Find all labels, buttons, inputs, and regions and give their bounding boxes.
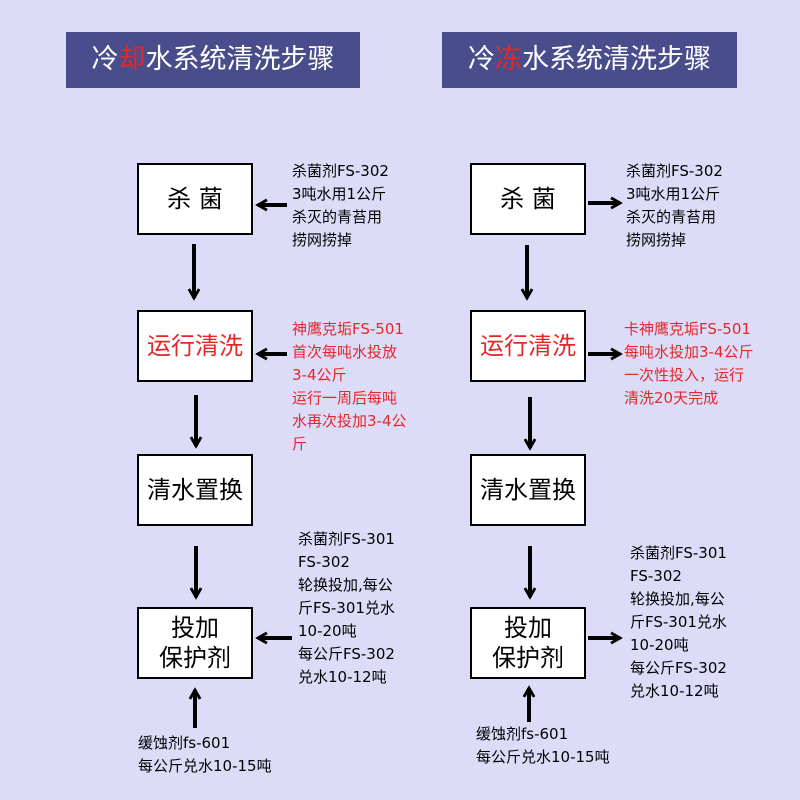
right-step-protect-line2: 保护剂: [492, 644, 564, 672]
right-step-cleaning-label: 运行清洗: [480, 332, 576, 360]
note-line: 10-20吨: [298, 622, 357, 640]
right-title-highlight: 冻: [495, 44, 522, 75]
note-line: 缓蚀剂fs-601: [138, 734, 231, 752]
note-line: 缓蚀剂fs-601: [476, 725, 569, 743]
left-note-cleaning: 神鹰克垢FS-501 首次每吨水投放 3-4公斤 运行一周后每吨 水再次投加3-…: [292, 318, 407, 456]
note-line: 首次每吨水投放: [292, 343, 398, 361]
left-step-sterilize-label: 杀 菌: [167, 185, 223, 213]
right-step-cleaning: 运行清洗: [470, 310, 586, 382]
note-line: 水再次投加3-4公: [292, 412, 407, 430]
left-step-protect: 投加 保护剂: [137, 607, 253, 679]
note-line: 斤: [292, 435, 308, 453]
left-title-highlight: 却: [118, 44, 146, 75]
right-title-banner: 冷冻水系统清洗步骤: [442, 32, 737, 88]
note-line: FS-302: [630, 567, 682, 585]
left-note-protect: 杀菌剂FS-301 FS-302 轮换投加,每公 斤FS-301兑水 10-20…: [298, 528, 395, 689]
note-line: 捞网捞掉: [626, 231, 687, 249]
note-line: 杀灭的青苔用: [292, 208, 383, 226]
left-title-post: 水系统清洗步骤: [145, 44, 335, 75]
note-line: 斤FS-301兑水: [630, 613, 727, 631]
left-step-sterilize: 杀 菌: [137, 163, 253, 235]
note-line: 每公斤兑水10-15吨: [476, 748, 610, 766]
left-note-sterilize: 杀菌剂FS-302 3吨水用1公斤 杀灭的青苔用 捞网捞掉: [292, 160, 389, 252]
note-line: 捞网捞掉: [292, 231, 353, 249]
right-note-inhibitor: 缓蚀剂fs-601 每公斤兑水10-15吨: [476, 723, 610, 769]
right-step-replace-label: 清水置换: [480, 476, 576, 504]
note-line: 兑水10-12吨: [298, 668, 387, 686]
note-line: 3-4公斤: [292, 366, 347, 384]
right-note-sterilize: 杀菌剂FS-302 3吨水用1公斤 杀灭的青苔用 捞网捞掉: [626, 160, 723, 252]
note-line: 3吨水用1公斤: [626, 185, 721, 203]
right-step-sterilize-label: 杀 菌: [500, 185, 556, 213]
right-step-sterilize: 杀 菌: [470, 163, 586, 235]
left-step-replace: 清水置换: [137, 454, 253, 526]
left-title-pre: 冷: [91, 44, 119, 75]
note-line: 神鹰克垢FS-501: [292, 320, 404, 338]
left-step-replace-label: 清水置换: [147, 476, 243, 504]
note-line: 运行一周后每吨: [292, 389, 398, 407]
left-note-inhibitor: 缓蚀剂fs-601 每公斤兑水10-15吨: [138, 732, 272, 778]
right-step-protect-line1: 投加: [504, 614, 552, 642]
note-line: 轮换投加,每公: [298, 576, 393, 594]
note-line: 斤FS-301兑水: [298, 599, 395, 617]
note-line: 杀灭的青苔用: [626, 208, 717, 226]
right-note-cleaning: 卡神鹰克垢FS-501 每吨水投加3-4公斤 一次性投入，运行 清洗20天完成: [624, 318, 754, 410]
left-step-cleaning: 运行清洗: [137, 310, 253, 382]
note-line: 一次性投入，运行: [624, 366, 745, 384]
note-line: 每公斤兑水10-15吨: [138, 757, 272, 775]
note-line: 清洗20天完成: [624, 389, 719, 407]
note-line: 兑水10-12吨: [630, 682, 719, 700]
note-line: 杀菌剂FS-301: [630, 544, 727, 562]
right-step-protect: 投加 保护剂: [470, 607, 586, 679]
note-line: FS-302: [298, 553, 350, 571]
note-line: 杀菌剂FS-301: [298, 530, 395, 548]
right-title-pre: 冷: [468, 44, 495, 75]
right-title-post: 水系统清洗步骤: [522, 44, 711, 75]
right-note-protect: 杀菌剂FS-301 FS-302 轮换投加,每公 斤FS-301兑水 10-20…: [630, 542, 727, 703]
note-line: 卡神鹰克垢FS-501: [624, 320, 751, 338]
left-step-protect-line1: 投加: [171, 614, 219, 642]
note-line: 每吨水投加3-4公斤: [624, 343, 754, 361]
note-line: 3吨水用1公斤: [292, 185, 387, 203]
note-line: 杀菌剂FS-302: [626, 162, 723, 180]
note-line: 轮换投加,每公: [630, 590, 725, 608]
note-line: 10-20吨: [630, 636, 689, 654]
left-title-banner: 冷却水系统清洗步骤: [66, 32, 360, 88]
note-line: 每公斤FS-302: [630, 659, 727, 677]
left-step-cleaning-label: 运行清洗: [147, 332, 243, 360]
note-line: 杀菌剂FS-302: [292, 162, 389, 180]
note-line: 每公斤FS-302: [298, 645, 395, 663]
left-step-protect-line2: 保护剂: [159, 644, 231, 672]
right-step-replace: 清水置换: [470, 454, 586, 526]
